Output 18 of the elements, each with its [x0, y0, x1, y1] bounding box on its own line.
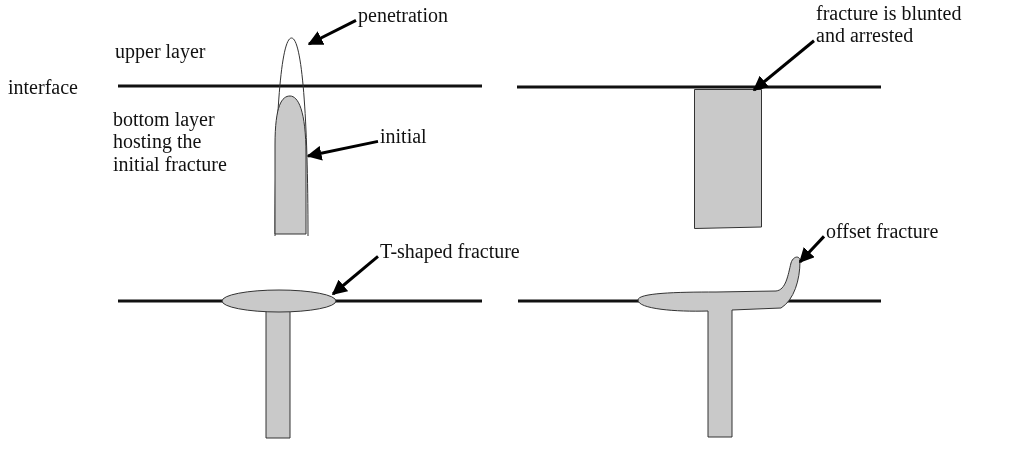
leader-arrow: [752, 39, 815, 92]
callout-text: offset fracture: [826, 220, 939, 243]
t-shaped-fracture-drawing: [220, 289, 338, 439]
layer-label: bottom layer hosting the initial fracture: [113, 108, 228, 176]
offset-fracture-drawing: [636, 255, 802, 438]
callout-text: penetration: [358, 4, 448, 27]
penetration-outline: [273, 37, 310, 237]
leader-arrow: [798, 235, 826, 264]
callout-text: fracture is blunted and arrested: [816, 2, 988, 47]
leader-arrow: [307, 19, 357, 46]
callout-text: initial: [380, 125, 427, 148]
leader-arrow: [331, 255, 379, 296]
fracture-shape: [274, 95, 307, 235]
interface-label: interface: [8, 76, 78, 99]
leader-arrow: [306, 139, 379, 161]
fracture-shape: [694, 89, 762, 229]
layer-label: upper layer: [115, 40, 206, 63]
callout-text: T-shaped fracture: [380, 240, 520, 263]
